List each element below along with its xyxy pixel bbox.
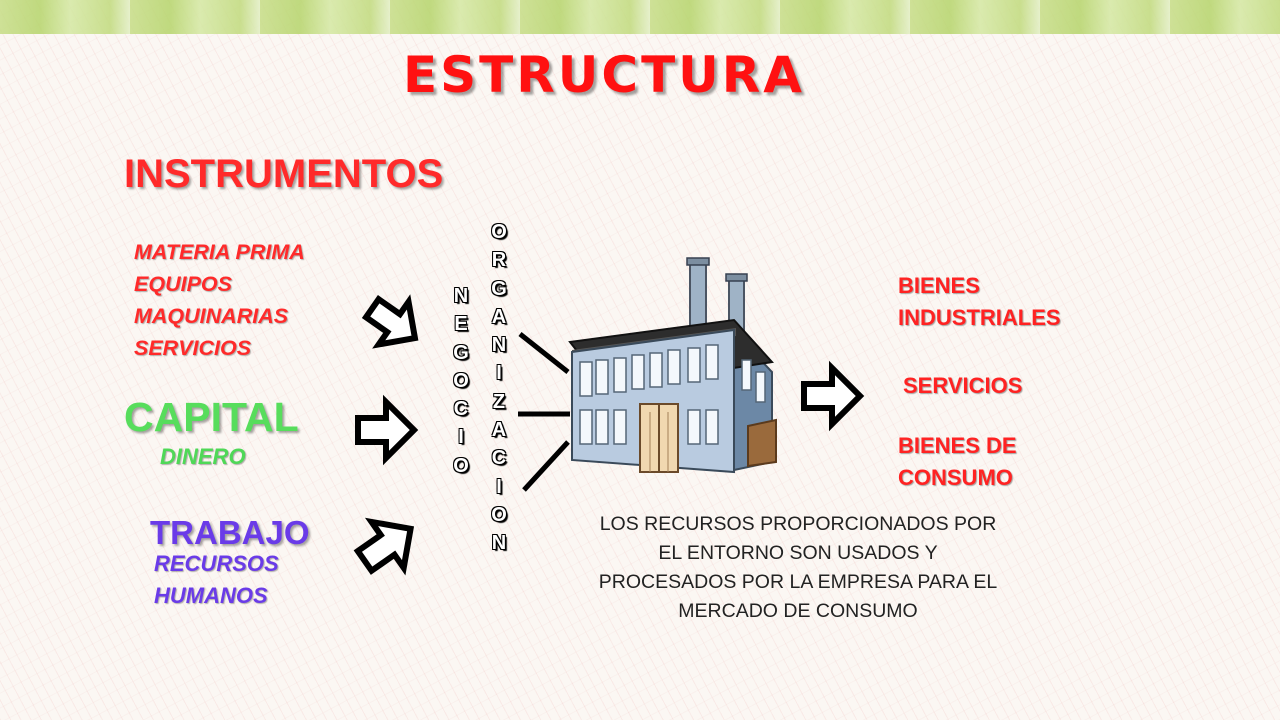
arrow-down-right-icon (361, 294, 419, 349)
vertical-letter: N (491, 532, 507, 555)
arrow-up-right-icon (353, 517, 415, 576)
vertical-letter: E (454, 313, 468, 336)
instrumento-item: EQUIPOS (134, 272, 232, 296)
trabajo-heading: TRABAJO (150, 514, 310, 551)
instrumento-item: MATERIA PRIMA (134, 240, 305, 264)
output-servicios: SERVICIOS (903, 373, 1023, 398)
vertical-letter: R (491, 249, 507, 272)
vertical-letter: G (453, 341, 469, 364)
instrumento-item: MAQUINARIAS (134, 304, 289, 328)
output-line: BIENES (898, 273, 980, 298)
output-line: CONSUMO (898, 465, 1013, 490)
vertical-letter: A (491, 305, 507, 328)
instrumento-item: SERVICIOS (134, 336, 252, 360)
vertical-letter: I (496, 475, 502, 498)
vertical-letter: O (453, 369, 469, 392)
output-bienes-industriales: BIENES INDUSTRIALES (898, 270, 1061, 334)
factory-icon (568, 257, 777, 474)
vertical-letter: C (453, 398, 469, 421)
connector-line (518, 332, 570, 374)
capital-heading: CAPITAL (124, 394, 299, 440)
connector-line (522, 440, 570, 492)
vertical-letter: C (491, 447, 507, 470)
description-text: LOS RECURSOS PROPORCIONADOS POR EL ENTOR… (548, 510, 1048, 626)
capital-sub: DINERO (160, 444, 246, 469)
description-line: MERCADO DE CONSUMO (678, 600, 918, 622)
description-line: LOS RECURSOS PROPORCIONADOS POR (599, 513, 997, 535)
vertical-letter: I (496, 362, 502, 385)
organizacion-vertical-text: O R G A N I Z A C I O N (489, 218, 509, 558)
trabajo-sub-line: HUMANOS (154, 583, 268, 608)
vertical-letter: O (491, 503, 507, 526)
instrumentos-list: MATERIA PRIMA EQUIPOS MAQUINARIAS SERVIC… (134, 236, 305, 364)
vertical-letter: O (491, 221, 507, 243)
trabajo-sub-line: RECURSOS (154, 551, 279, 576)
vertical-letter: N (491, 334, 507, 357)
trabajo-sub: RECURSOS HUMANOS (154, 548, 279, 612)
decorative-top-band (0, 0, 1280, 34)
vertical-letter: G (491, 277, 507, 300)
output-bienes-consumo: BIENES DE CONSUMO (898, 430, 1017, 494)
vertical-letter: N (453, 285, 469, 307)
output-line: INDUSTRIALES (898, 305, 1061, 330)
instrumentos-heading: INSTRUMENTOS (124, 152, 444, 196)
description-line: EL ENTORNO SON USADOS Y (658, 542, 938, 564)
page-title: ESTRUCTURA (403, 46, 805, 104)
arrow-right-icon (355, 394, 419, 466)
description-line: PROCESADOS POR LA EMPRESA PARA EL (598, 571, 998, 593)
negocio-vertical-text: N E G O C I O (451, 282, 471, 480)
vertical-letter: I (458, 426, 464, 449)
output-line: BIENES DE (898, 433, 1017, 458)
vertical-letter: O (453, 454, 469, 477)
vertical-letter: A (491, 419, 507, 442)
arrow-right-icon (801, 360, 865, 432)
vertical-letter: Z (492, 390, 506, 413)
